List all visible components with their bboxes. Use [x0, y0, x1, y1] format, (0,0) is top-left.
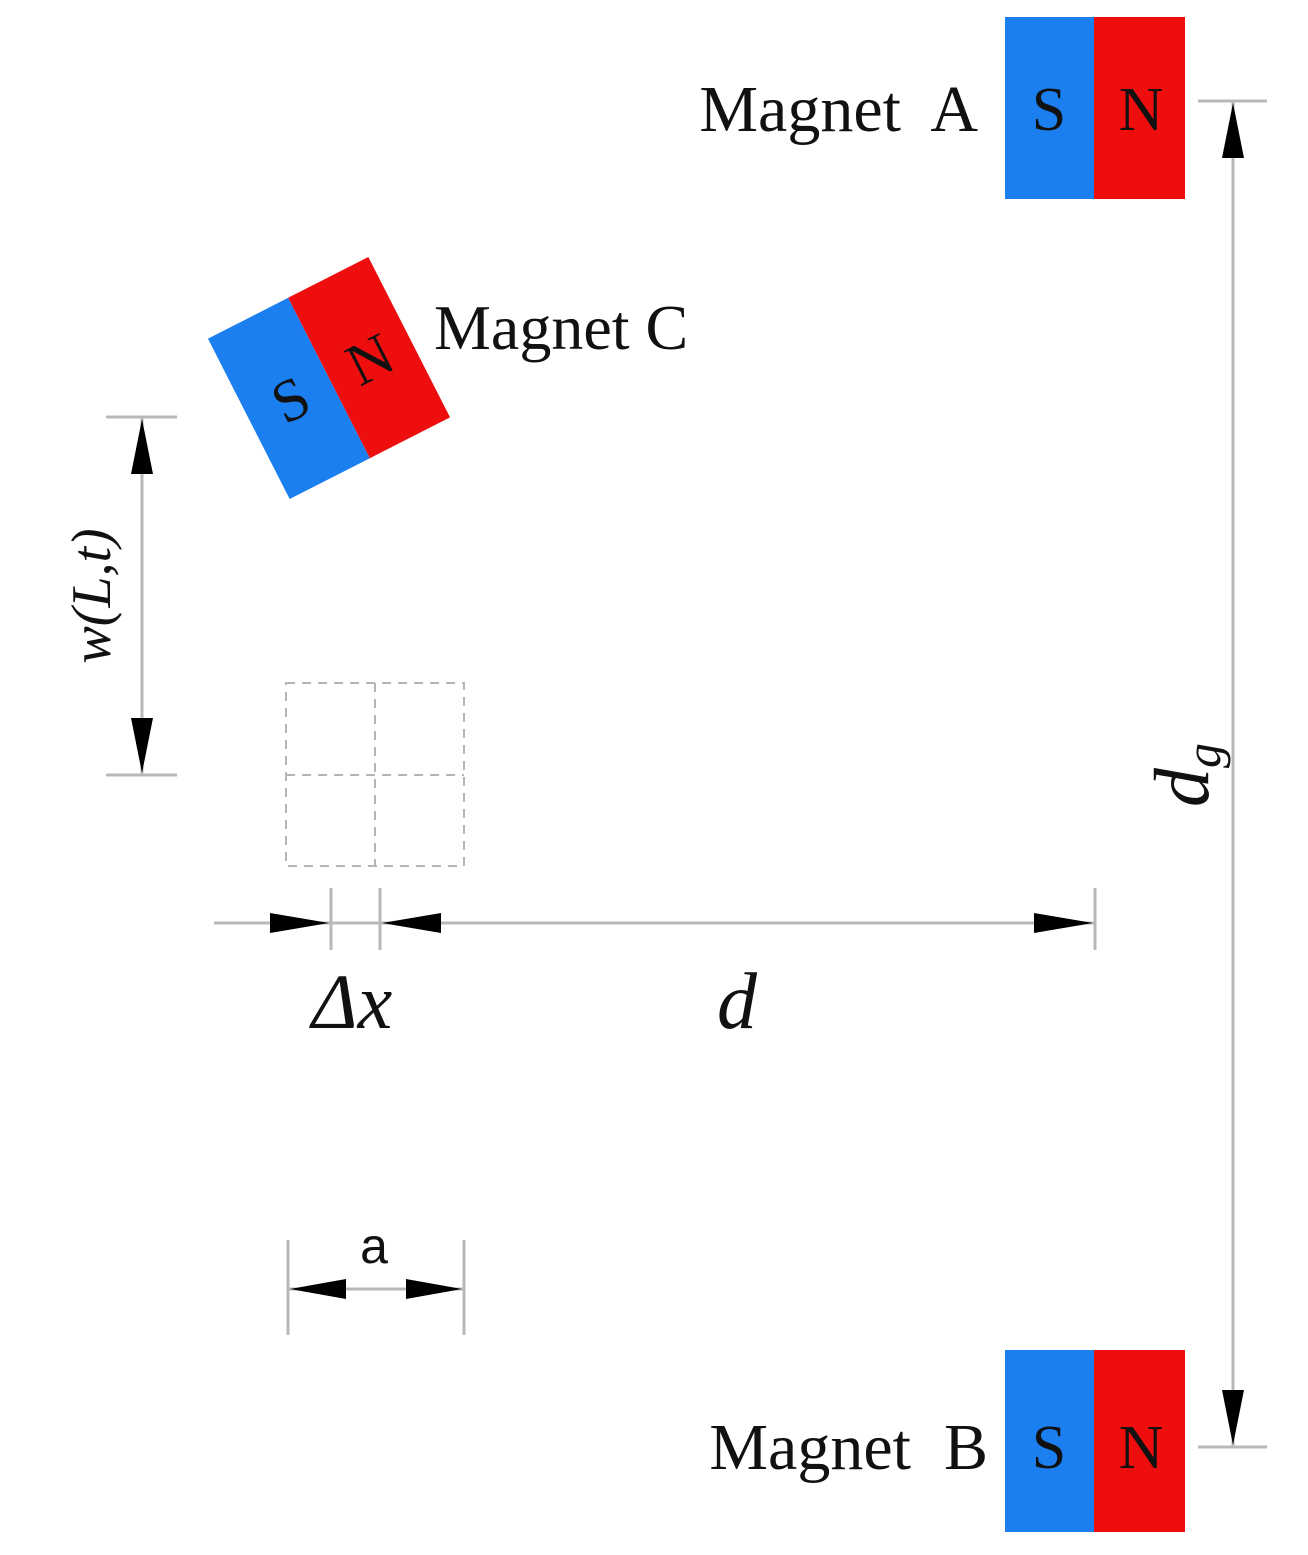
- magnet-b-s-letter: S: [1032, 1414, 1066, 1482]
- d-arrow-right: [1034, 913, 1093, 933]
- dashed-grid: [285, 682, 465, 867]
- dg-label-main: d: [1138, 767, 1225, 807]
- magnet-b-label: Magnet B: [709, 1411, 988, 1484]
- magnet-a-south-pole: [1005, 17, 1094, 199]
- d-label: d: [717, 958, 758, 1046]
- w-label: w(L,t): [61, 528, 123, 663]
- magnet-c-south-pole: [207, 297, 370, 500]
- dx-label: Δx: [309, 958, 393, 1045]
- magnet-a-north-pole: [1094, 17, 1185, 199]
- magnet-b-north-pole: [1094, 1350, 1185, 1532]
- w-arrow-down: [131, 718, 153, 773]
- magnet-a-label: Magnet A: [699, 73, 978, 146]
- a-label: a: [360, 1218, 388, 1274]
- dg-arrow-up: [1222, 103, 1244, 158]
- dg-label: dg: [1138, 743, 1231, 807]
- magnet-a-n-letter: N: [1119, 76, 1164, 144]
- dx-arrow-right: [270, 913, 329, 933]
- a-dimension: a: [286, 1218, 466, 1335]
- magnet-c-north-pole: [288, 256, 451, 459]
- dx-d-dimension: Δx d: [214, 888, 1097, 1046]
- magnet-b-n-letter: N: [1119, 1414, 1164, 1482]
- d-arrow-left: [382, 913, 441, 933]
- magnet-a-s-letter: S: [1032, 76, 1066, 144]
- magnet-b: S N Magnet B: [709, 1350, 1185, 1532]
- dg-label-sub: g: [1175, 743, 1231, 768]
- a-arrow-right: [406, 1279, 462, 1299]
- w-arrow-up: [131, 419, 153, 474]
- magnet-a: S N Magnet A: [699, 17, 1185, 199]
- w-dimension: w(L,t): [61, 415, 177, 777]
- a-arrow-left: [290, 1279, 346, 1299]
- magnet-b-south-pole: [1005, 1350, 1094, 1532]
- dg-arrow-down: [1222, 1390, 1244, 1445]
- dg-dimension: dg: [1138, 99, 1267, 1449]
- magnet-c-label: Magnet C: [434, 292, 688, 363]
- magnet-c: S N Magnet C: [207, 256, 688, 500]
